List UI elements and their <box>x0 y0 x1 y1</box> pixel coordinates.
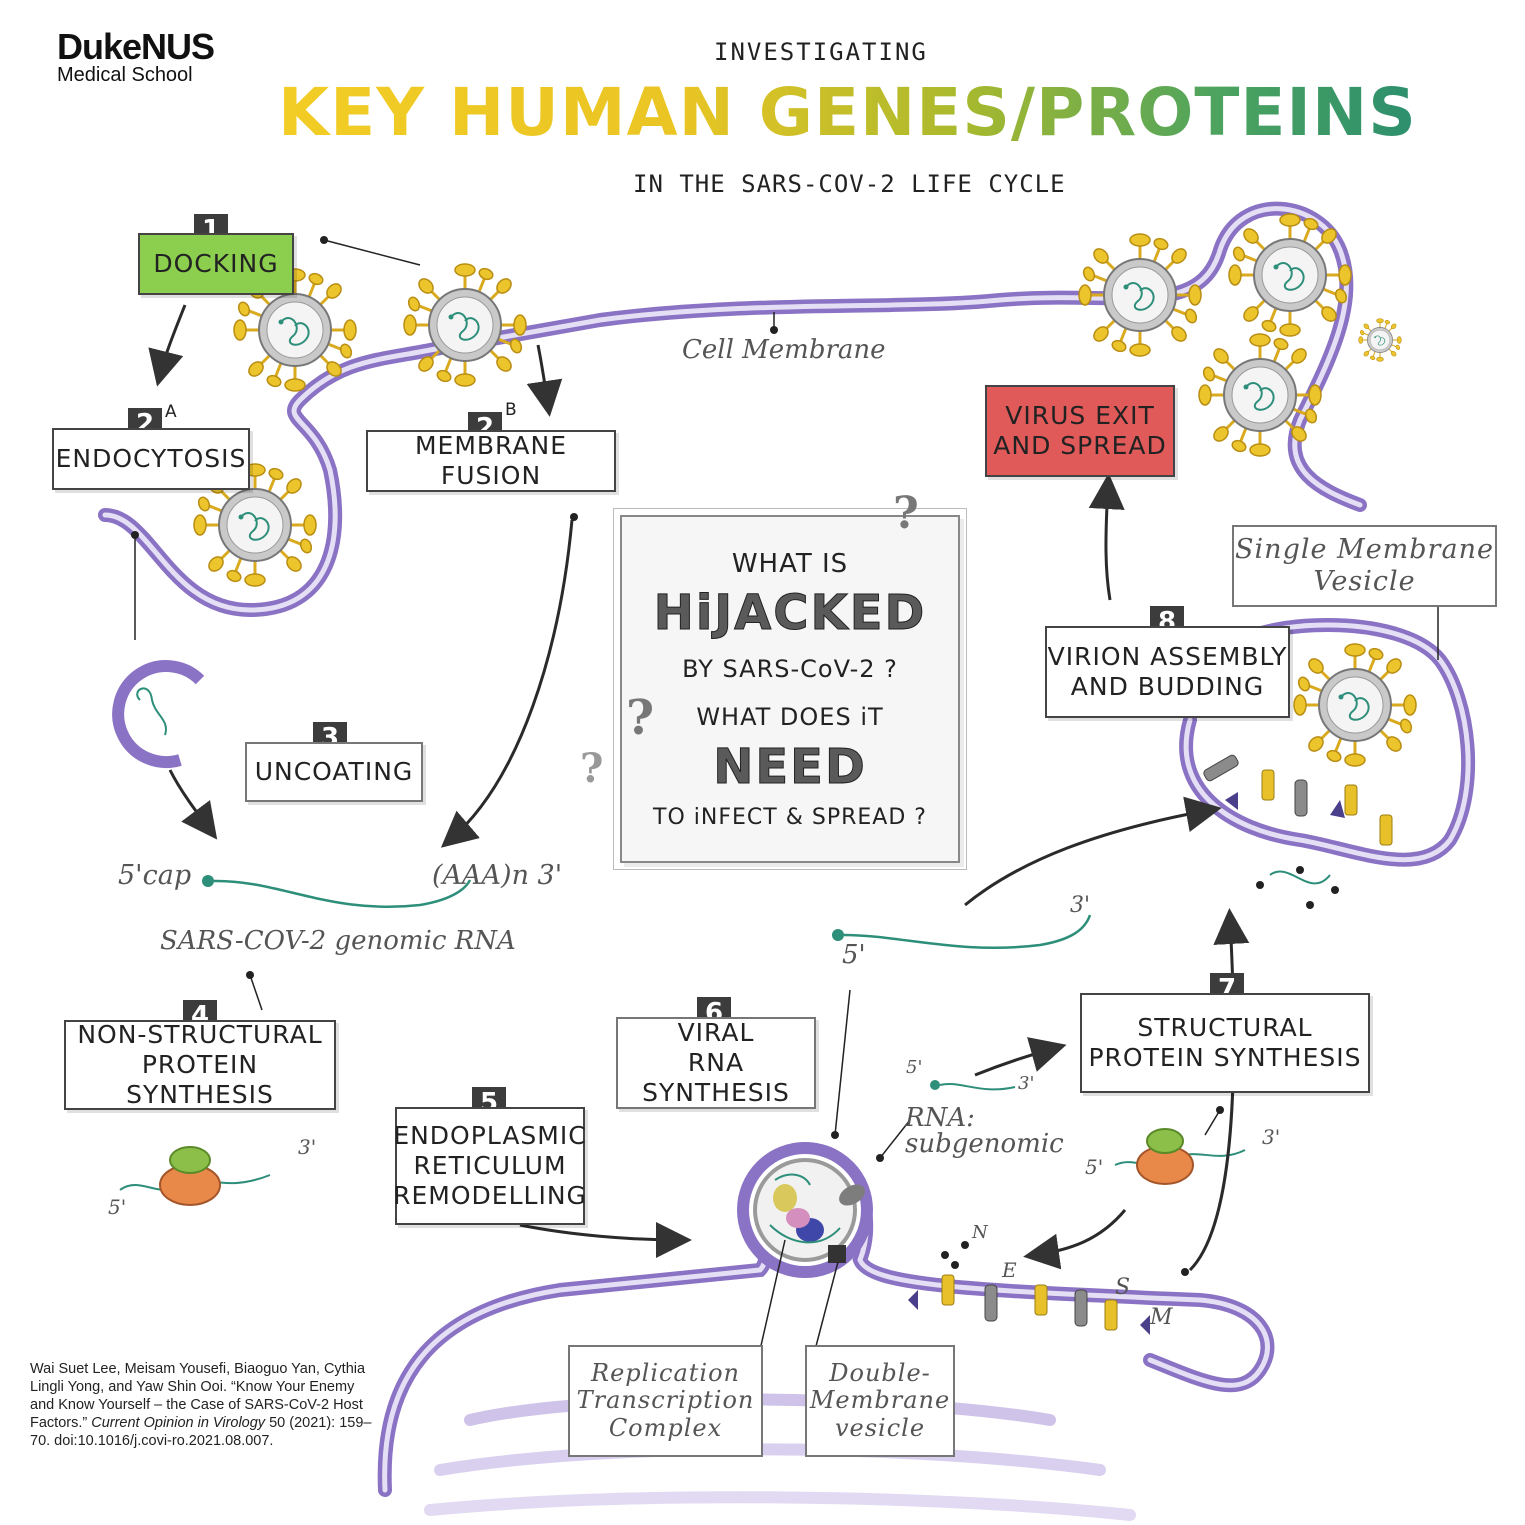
label-genomic-rna: SARS-COV-2 genomic RNA <box>160 926 516 956</box>
question-hijacked: HiJACKED <box>653 585 927 642</box>
label-single-membrane-vesicle: Single Membrane Vesicle <box>1232 525 1497 607</box>
label-sp-3prime: 3' <box>1262 1125 1281 1149</box>
step-endocytosis: ENDOCYTOSIS <box>52 428 250 490</box>
label-sub-3prime: 3' <box>1018 1073 1035 1094</box>
label-protein-s: S <box>1115 1275 1131 1300</box>
label-single-membrane-vesicle-text: Single Membrane Vesicle <box>1235 533 1494 597</box>
label-sub-5prime: 5' <box>906 1057 923 1078</box>
label-rna-3prime: 3' <box>1070 893 1091 918</box>
step-virion-assembly-label: VIRION ASSEMBLY AND BUDDING <box>1047 642 1288 701</box>
question-by-sars: BY SARS-CoV-2 ? <box>682 655 898 683</box>
label-nsp-3prime: 3' <box>298 1135 317 1159</box>
label-5-cap: 5'cap <box>118 860 192 891</box>
label-cell-membrane: Cell Membrane <box>682 335 886 365</box>
step-virion-assembly: VIRION ASSEMBLY AND BUDDING <box>1045 626 1290 718</box>
question-mark-small-icon: ? <box>580 745 604 792</box>
citation-journal: Current Opinion in Virology <box>91 1415 266 1431</box>
step-nonstructural-label: NON-STRUCTURAL PROTEIN SYNTHESIS <box>77 1020 323 1109</box>
label-rna-5prime: 5' <box>842 940 866 970</box>
label-sp-5prime: 5' <box>1085 1155 1104 1179</box>
label-protein-e: E <box>1002 1258 1017 1282</box>
step-virus-exit-label: VIRUS EXIT AND SPREAD <box>993 401 1167 460</box>
magnifier-question-icon: ? <box>893 488 919 539</box>
step-viral-rna-label: VIRAL RNA SYNTHESIS <box>642 1018 790 1107</box>
step-er-remodelling: ENDOPLASMIC RETICULUM REMODELLING <box>393 1107 587 1225</box>
question-what-does: WHAT DOES iT <box>696 703 884 731</box>
center-question-panel: WHAT IS HiJACKED BY SARS-CoV-2 ? WHAT DO… <box>613 508 967 870</box>
label-protein-n: N <box>972 1222 988 1243</box>
logo-subtitle: Medical School <box>57 64 193 86</box>
step-structural-label: STRUCTURAL PROTEIN SYNTHESIS <box>1088 1013 1362 1072</box>
step-structural-synthesis: STRUCTURAL PROTEIN SYNTHESIS <box>1080 993 1370 1093</box>
title-main: KEY HUMAN GENES/PROTEINS <box>278 74 1417 151</box>
label-poly-a-tail: (AAA)n 3' <box>432 860 563 891</box>
title-top: INVESTIGATING <box>714 38 928 66</box>
step-uncoating-label: UNCOATING <box>254 757 414 786</box>
title-bottom: IN THE SARS-COV-2 LIFE CYCLE <box>633 170 1066 198</box>
label-nsp-5prime: 5' <box>108 1195 127 1219</box>
question-to-infect: TO iNFECT & SPREAD ? <box>653 805 927 830</box>
label-dmv-text: Double- Membrane vesicle <box>809 1358 951 1442</box>
citation-text: Wai Suet Lee, Meisam Yousefi, Biaoguo Ya… <box>30 1361 366 1431</box>
step-viral-rna-synthesis: VIRAL RNA SYNTHESIS <box>616 1017 816 1109</box>
label-double-membrane-vesicle: Double- Membrane vesicle <box>805 1345 955 1457</box>
step-er-remodelling-label: ENDOPLASMIC RETICULUM REMODELLING <box>393 1121 587 1210</box>
question-mark-icon: ? <box>626 690 655 746</box>
duke-nus-logo: DukeNUS <box>57 26 215 67</box>
label-rtc-text: Replication Transcription Complex <box>576 1358 755 1442</box>
step-2a-suffix: A <box>165 402 177 422</box>
question-need: NEED <box>713 739 867 796</box>
step-virus-exit: VIRUS EXIT AND SPREAD <box>985 385 1175 477</box>
step-docking: DOCKING <box>138 233 294 295</box>
step-docking-label: DOCKING <box>153 249 279 278</box>
step-nonstructural-synthesis: NON-STRUCTURAL PROTEIN SYNTHESIS <box>64 1020 336 1110</box>
label-protein-m: M <box>1150 1305 1173 1330</box>
step-endocytosis-label: ENDOCYTOSIS <box>55 444 247 473</box>
step-2b-suffix: B <box>505 400 517 420</box>
question-what-is: WHAT IS <box>731 549 849 579</box>
citation: Wai Suet Lee, Meisam Yousefi, Biaoguo Ya… <box>30 1360 375 1450</box>
step-membrane-fusion-label: MEMBRANE FUSION <box>414 431 568 490</box>
label-subgenomic-rna: RNA: subgenomic <box>905 1103 1064 1159</box>
step-membrane-fusion: MEMBRANE FUSION <box>366 430 616 492</box>
step-uncoating: UNCOATING <box>245 742 423 802</box>
label-replication-transcription-complex: Replication Transcription Complex <box>568 1345 763 1457</box>
citation-rest: 50 (2021): 159–70. doi:10.1016/j.covi-ro… <box>30 1415 372 1449</box>
